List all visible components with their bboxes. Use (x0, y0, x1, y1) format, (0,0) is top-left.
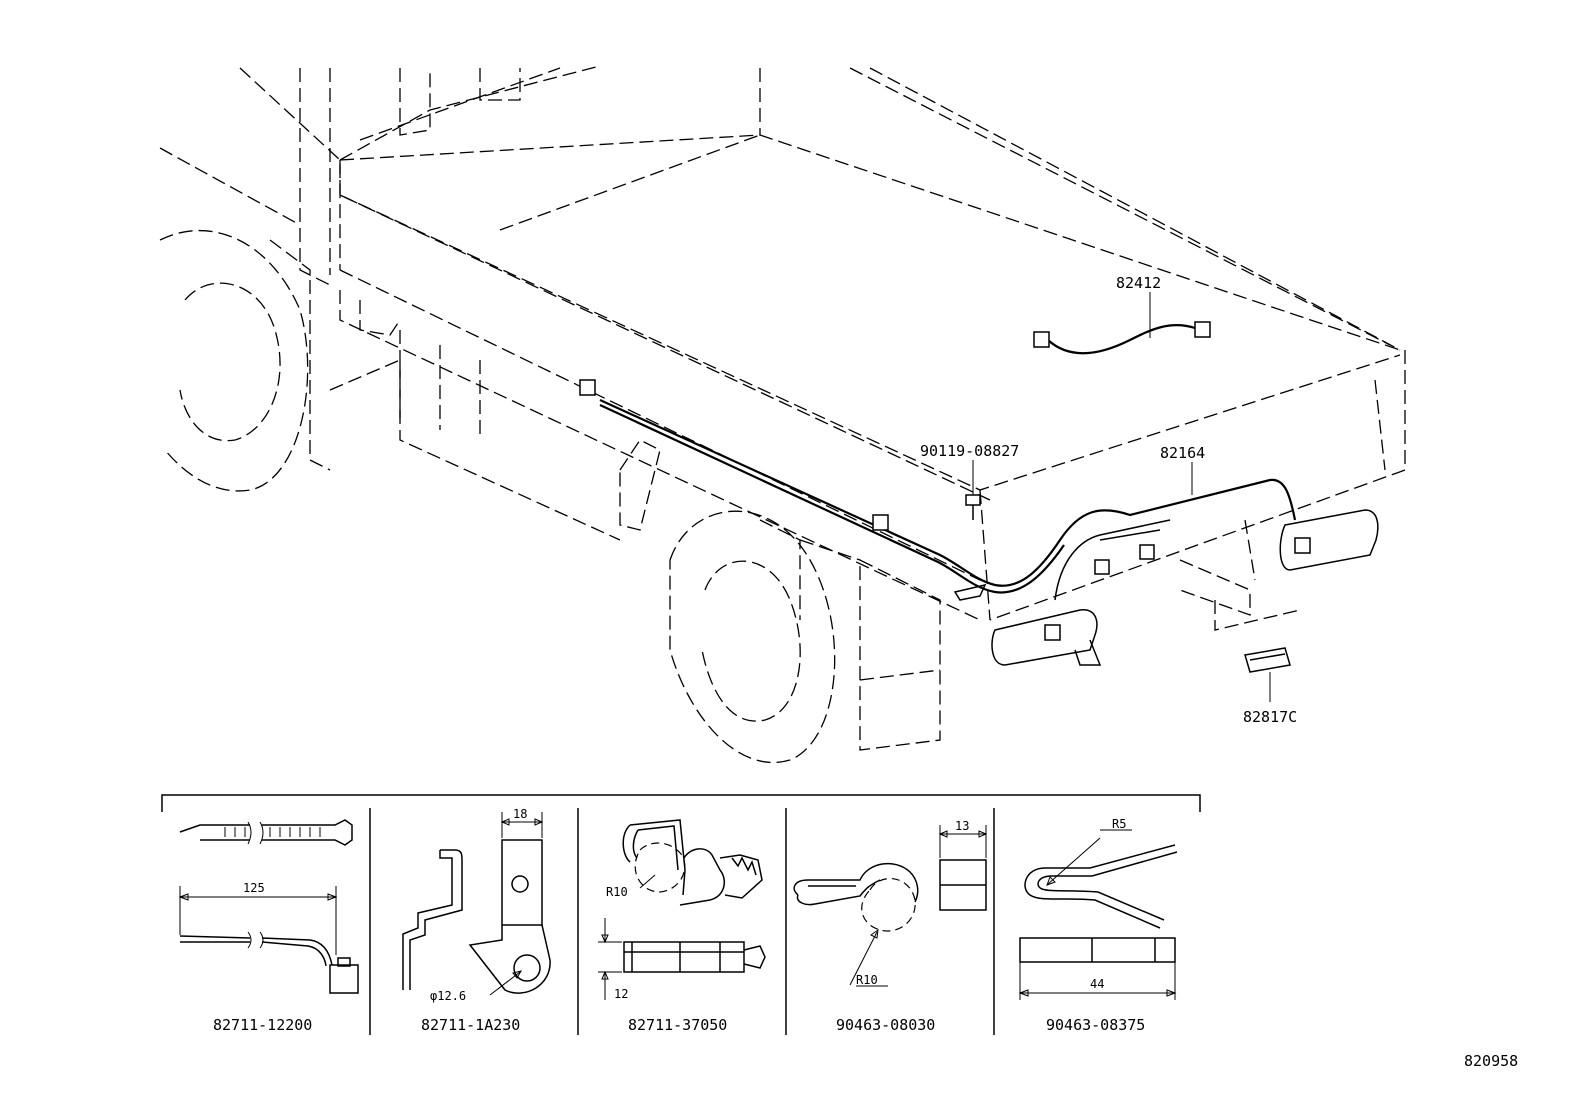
wiring-harness (579, 321, 1379, 673)
part-cushion-clamp: 13 R10 90463-08030 (793, 819, 988, 1034)
dim-12: 12 (614, 987, 628, 1001)
label-82412: 82412 (1116, 274, 1161, 292)
label-82817c: 82817C (1243, 708, 1297, 726)
connector-icon (1294, 537, 1311, 554)
dim-diameter: φ12.6 (430, 989, 466, 1003)
part-clamp: 18 φ12.6 82711-1A230 (402, 807, 551, 1034)
left-tail-lamp (991, 609, 1098, 666)
part-cable-tie: 125 82711-12200 (178, 819, 359, 1034)
right-tail-lamp (1279, 509, 1379, 571)
dim-13: 13 (955, 819, 969, 833)
figure-number: 820958 (1464, 1052, 1518, 1070)
part-number-2: 82711-1A230 (421, 1016, 520, 1034)
part-wire-clip: R5 44 90463-08375 (1018, 817, 1178, 1034)
part-clip: R10 12 82711-37050 (598, 819, 766, 1034)
connector-icon (1094, 559, 1110, 575)
dim-r10-clip: R10 (606, 885, 628, 899)
connector-icon (1033, 331, 1050, 348)
part-number-3: 82711-37050 (628, 1016, 727, 1034)
part-number-4: 90463-08030 (836, 1016, 935, 1034)
leader-lines (972, 292, 1271, 702)
part-number-1: 82711-12200 (213, 1016, 312, 1034)
cover-icon (1244, 647, 1291, 673)
bolt-icon (965, 494, 981, 520)
connector-icon (872, 514, 889, 531)
dim-44: 44 (1090, 977, 1104, 991)
connector-icon (1044, 624, 1061, 641)
dim-r5: R5 (1112, 817, 1126, 831)
part-number-5: 90463-08375 (1046, 1016, 1145, 1034)
dim-18: 18 (513, 807, 527, 821)
dim-125: 125 (243, 881, 265, 895)
connector-icon (1194, 321, 1211, 338)
parts-table: 125 82711-12200 18 φ12.6 82711-1A230 (161, 794, 1201, 1035)
dim-r10-cushion: R10 (856, 973, 878, 987)
truck-outline (159, 65, 1406, 764)
connector-icon (579, 379, 596, 396)
label-82164: 82164 (1160, 444, 1205, 462)
connector-icon (1139, 544, 1155, 560)
label-bolt: 90119-08827 (920, 442, 1019, 460)
